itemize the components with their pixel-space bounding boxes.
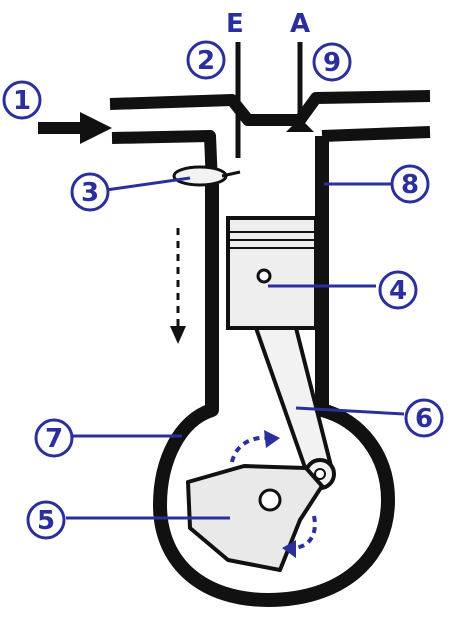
intake-pipe xyxy=(109,90,431,126)
callout-9: 9 xyxy=(312,42,352,82)
svg-text:1: 1 xyxy=(13,86,31,116)
piston xyxy=(226,216,318,330)
crankshaft xyxy=(186,464,324,572)
svg-text:8: 8 xyxy=(401,170,419,200)
callout-8: 8 xyxy=(390,164,430,204)
exhaust-valve-label: E xyxy=(226,9,244,39)
rotation-arrow-icon xyxy=(230,435,271,463)
piston-pin xyxy=(256,268,272,284)
svg-text:5: 5 xyxy=(37,506,55,536)
spark-plug xyxy=(172,165,241,187)
callout-7: 7 xyxy=(34,418,74,458)
svg-text:3: 3 xyxy=(81,178,99,208)
valves xyxy=(235,42,314,158)
callout-3: 3 xyxy=(70,172,110,212)
intake-valve-head xyxy=(286,118,314,132)
callout-5: 5 xyxy=(26,500,66,540)
motion-arrows xyxy=(170,228,317,558)
leader-line-3 xyxy=(105,176,191,192)
callout-4: 4 xyxy=(378,270,418,310)
inlet-flow-arrow xyxy=(38,112,112,144)
engine-housing xyxy=(109,90,431,607)
svg-text:9: 9 xyxy=(323,48,341,78)
callout-1: 1 xyxy=(2,80,42,120)
svg-text:7: 7 xyxy=(45,424,63,454)
rotation-arrow-icon xyxy=(291,515,317,550)
exhaust-pipe-lower xyxy=(321,126,431,142)
leader-line-6 xyxy=(295,406,405,416)
callout-2: 2 xyxy=(186,40,226,80)
svg-text:2: 2 xyxy=(197,46,215,76)
leader-lines xyxy=(66,176,405,520)
intake-valve-label: A xyxy=(290,9,310,39)
svg-text:6: 6 xyxy=(415,404,433,434)
cylinder-wall xyxy=(153,136,395,607)
connecting-rod xyxy=(254,326,336,490)
svg-text:4: 4 xyxy=(389,276,407,306)
callout-6: 6 xyxy=(404,398,444,438)
